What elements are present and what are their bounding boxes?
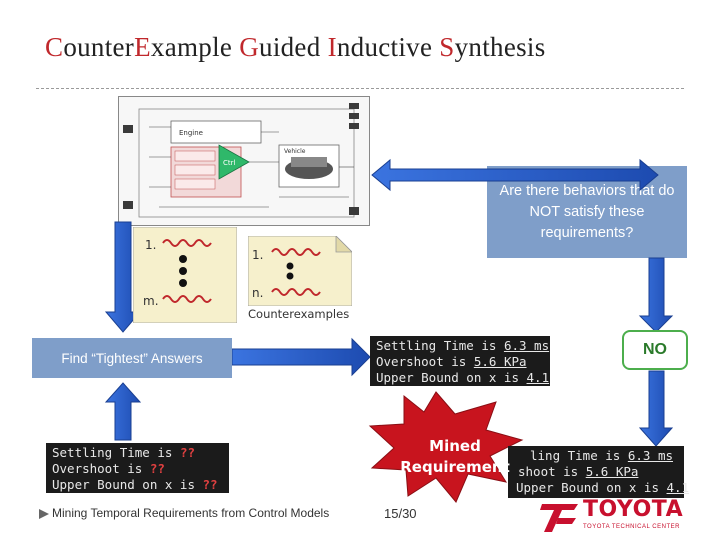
unknown-overshoot: Overshoot is ?? [52,461,165,476]
down-arrow-right [638,370,674,447]
down-arrow-left [104,221,142,333]
mined-requirement-box: ling Time is 6.3 ms shoot is 5.6 KPa Upp… [508,446,690,498]
counterexamples-card-shape [248,236,352,306]
vehicle-label: Vehicle [284,148,306,155]
unknown-settling-time: Settling Time is ?? [52,445,195,460]
title-text-segment: uided [259,32,328,62]
toyota-logo: TOYOTA [583,497,684,522]
ctrl-label: Ctrl [223,159,236,167]
unknown-parameters-box: Settling Time is ?? Overshoot is ?? Uppe… [46,443,229,493]
model-diagram-graphic: Engine Ctrl Vehicle [123,103,359,218]
title-accent-letter: S [439,32,455,62]
mined-label-line2: Requirement [400,458,510,476]
page-number: 15/30 [384,506,417,521]
mined-requirement-label: Mined Requirement [392,436,518,478]
double-arrow [371,158,659,192]
find-tightest-answers-box: Find “Tightest” Answers [32,338,232,378]
requirement-last-index: m. [143,294,159,308]
counterexample-first-index: 1. [252,248,264,262]
title-text-segment: ounter [63,32,135,62]
mined-starburst [368,391,524,503]
title-accent-letter: G [239,32,260,62]
mined-settling-time: ling Time is 6.3 ms [530,448,673,463]
mined-label-line1: Mined [429,437,481,455]
slide-title: CounterExample Guided Inductive Synthesi… [45,32,546,63]
footer-text: Mining Temporal Requirements from Contro… [52,506,330,520]
up-arrow-left [104,382,142,441]
results-settling-time: Settling Time is 6.3 ms [376,338,550,353]
toyota-logo-subtitle: TOYOTA TECHNICAL CENTER [583,524,680,530]
title-accent-letter: E [134,32,151,62]
title-accent-letter: C [45,32,64,62]
right-arrow-middle [231,337,371,377]
results-box: Settling Time is 6.3 ms Overshoot is 5.6… [370,336,550,386]
requirements-card-shape [133,227,237,323]
mined-overshoot: shoot is 5.6 KPa [518,464,639,479]
engine-label: Engine [179,129,203,137]
title-divider [36,88,684,89]
mined-upper-bound: Upper Bound on x is 4.1 [516,480,690,495]
unknown-upper-bound: Upper Bound on x is ?? [52,477,218,492]
title-text-segment: ynthesis [454,32,546,62]
counterexample-last-index: n. [252,286,264,300]
results-overshoot: Overshoot is 5.6 KPa [376,354,527,369]
toyota-tc-emblem-icon [540,504,578,532]
counterexamples-caption: Counterexamples [248,307,350,321]
no-decision-box: NO [622,330,688,370]
requirements-card: 1. m. [133,227,237,323]
requirement-first-index: 1. [145,238,157,252]
bullet-arrow-icon [39,509,49,519]
title-accent-letter: I [327,32,337,62]
down-arrow-question [638,257,674,333]
title-text-segment: nductive [336,32,440,62]
simulink-model-image: Engine Ctrl Vehicle [118,96,370,226]
title-text-segment: xample [150,32,240,62]
results-upper-bound: Upper Bound on x is 4.1 [376,370,550,385]
counterexamples-card: 1. n. [248,236,352,306]
